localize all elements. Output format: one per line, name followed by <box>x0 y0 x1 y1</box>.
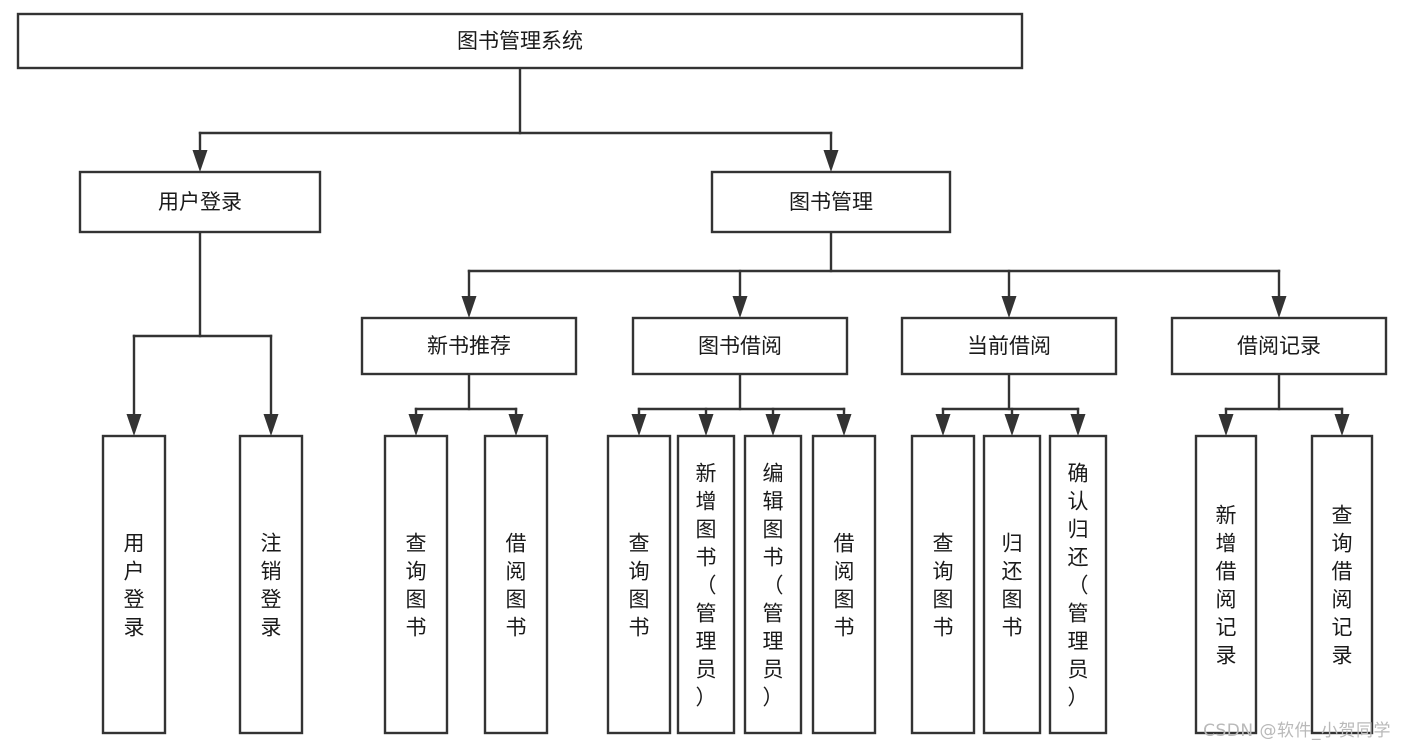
node-leaf-return-book[interactable]: 归还图书 <box>982 434 1042 735</box>
connector-layer <box>126 66 1350 436</box>
node-box[interactable] <box>1194 434 1258 735</box>
node-box[interactable] <box>1048 434 1108 735</box>
node-box[interactable] <box>910 434 976 735</box>
node-leaf-query-book-2[interactable]: 查询图书 <box>606 434 672 735</box>
node-label: 借阅记录 <box>1237 334 1321 358</box>
arrow-head-icon <box>1334 414 1350 436</box>
node-label: 查询图书 <box>933 531 954 639</box>
node-leaf-add-record[interactable]: 新增借阅记录 <box>1194 434 1258 735</box>
node-leaf-query-record[interactable]: 查询借阅记录 <box>1310 434 1374 735</box>
node-leaf-borrow-book-2[interactable]: 借阅图书 <box>811 434 877 735</box>
arrow-head-icon <box>935 414 951 436</box>
node-label: 新书推荐 <box>427 334 511 358</box>
node-box[interactable] <box>710 170 952 234</box>
arrow-head-icon <box>192 150 208 172</box>
node-box[interactable] <box>900 316 1118 376</box>
node-layer: 图书管理系统用户登录图书管理新书推荐图书借阅当前借阅借阅记录用户登录注销登录查询… <box>16 12 1388 735</box>
node-box[interactable] <box>238 434 304 735</box>
node-box[interactable] <box>606 434 672 735</box>
node-box[interactable] <box>811 434 877 735</box>
node-book-manage[interactable]: 图书管理 <box>710 170 952 234</box>
node-label: 查询图书 <box>629 531 650 639</box>
node-label: 借阅图书 <box>834 531 855 639</box>
node-label: 用户登录 <box>158 190 242 214</box>
node-label: 编辑图书（管理员） <box>763 461 784 709</box>
node-label: 借阅图书 <box>506 531 527 639</box>
node-user-login[interactable]: 用户登录 <box>78 170 322 234</box>
node-leaf-user-login[interactable]: 用户登录 <box>101 434 167 735</box>
arrow-head-icon <box>408 414 424 436</box>
node-leaf-edit-book[interactable]: 编辑图书（管理员） <box>743 434 803 735</box>
node-leaf-confirm-return[interactable]: 确认归还（管理员） <box>1048 434 1108 735</box>
arrow-head-icon <box>126 414 142 436</box>
node-box[interactable] <box>743 434 803 735</box>
node-leaf-query-book-1[interactable]: 查询图书 <box>383 434 449 735</box>
node-leaf-logout[interactable]: 注销登录 <box>238 434 304 735</box>
connector-group <box>192 66 839 172</box>
node-box[interactable] <box>360 316 578 376</box>
arrow-head-icon <box>263 414 279 436</box>
node-leaf-borrow-book-1[interactable]: 借阅图书 <box>483 434 549 735</box>
arrow-head-icon <box>698 414 714 436</box>
node-root[interactable]: 图书管理系统 <box>16 12 1024 70</box>
connector-group <box>408 372 524 436</box>
node-current-borrow[interactable]: 当前借阅 <box>900 316 1118 376</box>
node-box[interactable] <box>78 170 322 234</box>
node-label: 图书管理 <box>789 190 873 214</box>
arrow-head-icon <box>461 296 477 318</box>
arrow-head-icon <box>1001 296 1017 318</box>
node-book-borrow[interactable]: 图书借阅 <box>631 316 849 376</box>
connector-group <box>126 230 279 436</box>
arrow-head-icon <box>1004 414 1020 436</box>
arrow-head-icon <box>508 414 524 436</box>
node-label: 新增图书（管理员） <box>696 461 717 709</box>
arrow-head-icon <box>765 414 781 436</box>
node-box[interactable] <box>631 316 849 376</box>
node-leaf-add-book[interactable]: 新增图书（管理员） <box>676 434 736 735</box>
node-label: 查询图书 <box>406 531 427 639</box>
arrow-head-icon <box>1070 414 1086 436</box>
arrow-head-icon <box>1218 414 1234 436</box>
arrow-head-icon <box>823 150 839 172</box>
node-box[interactable] <box>101 434 167 735</box>
node-label: 当前借阅 <box>967 334 1051 358</box>
connector-group <box>461 230 1287 318</box>
arrow-head-icon <box>732 296 748 318</box>
node-box[interactable] <box>383 434 449 735</box>
node-label: 图书借阅 <box>698 334 782 358</box>
node-leaf-query-book-3[interactable]: 查询图书 <box>910 434 976 735</box>
node-label: 确认归还（管理员） <box>1068 461 1089 709</box>
node-box[interactable] <box>982 434 1042 735</box>
node-box[interactable] <box>676 434 736 735</box>
node-label: 注销登录 <box>261 531 282 639</box>
node-box[interactable] <box>16 12 1024 70</box>
node-label: 用户登录 <box>124 531 145 639</box>
node-label: 归还图书 <box>1002 531 1023 639</box>
connector-group <box>631 372 852 436</box>
node-box[interactable] <box>483 434 549 735</box>
node-box[interactable] <box>1310 434 1374 735</box>
node-label: 新增借阅记录 <box>1216 503 1237 667</box>
node-label: 查询借阅记录 <box>1332 503 1353 667</box>
node-new-book-rec[interactable]: 新书推荐 <box>360 316 578 376</box>
node-box[interactable] <box>1170 316 1388 376</box>
watermark-text: CSDN @软件_小贺同学 <box>1203 721 1391 741</box>
node-borrow-record[interactable]: 借阅记录 <box>1170 316 1388 376</box>
arrow-head-icon <box>631 414 647 436</box>
arrow-head-icon <box>1271 296 1287 318</box>
node-label: 图书管理系统 <box>457 29 583 53</box>
arrow-head-icon <box>836 414 852 436</box>
connector-group <box>1218 372 1350 436</box>
connector-group <box>935 372 1086 436</box>
